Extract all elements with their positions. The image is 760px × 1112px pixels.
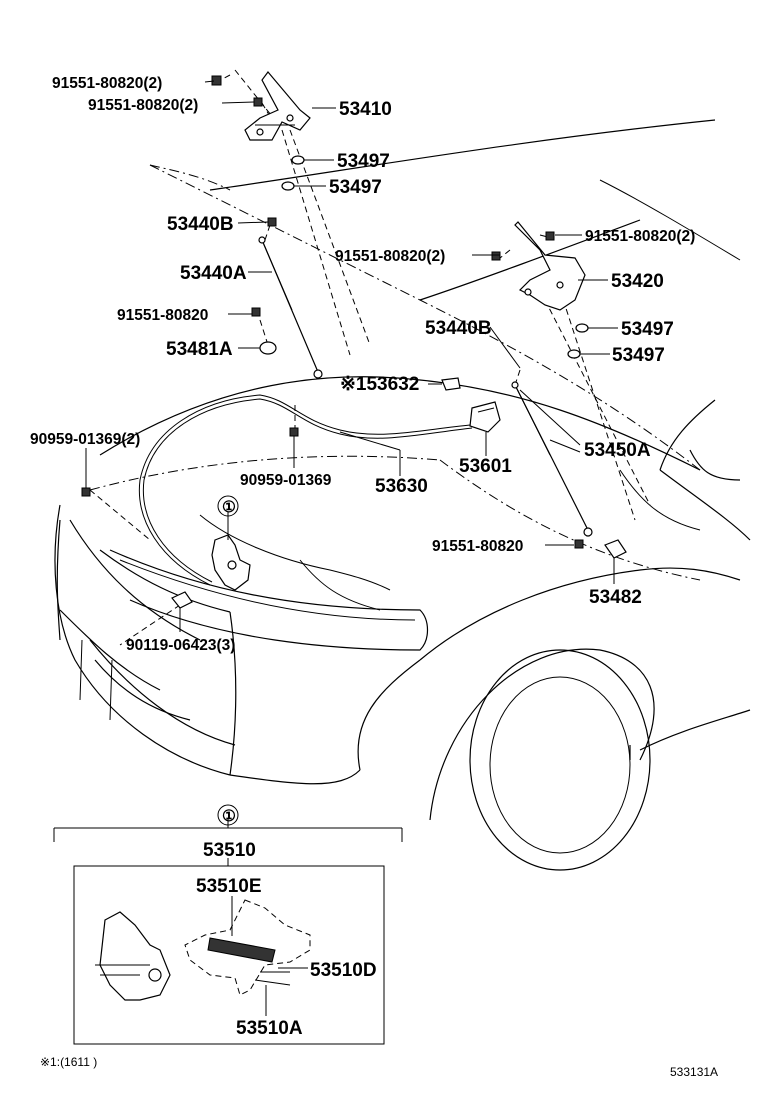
label-53420: 53420 (611, 271, 664, 292)
label-53510E: 53510E (196, 876, 262, 897)
part-53510-latch-small (211, 534, 251, 591)
part-90119-bolt (171, 591, 193, 609)
inset-panel (53, 818, 403, 1045)
part-53632-clamp (441, 377, 461, 391)
label-53440A: 53440A (180, 263, 247, 284)
part-53601-handle (469, 401, 501, 433)
label-91551-80820-b: 91551-80820(2) (88, 97, 198, 114)
label-91551-80820-e: 91551-80820 (117, 307, 208, 324)
label-53450A: 53450A (584, 440, 651, 461)
label-91551-80820-f: 91551-80820 (432, 538, 523, 555)
part-53630-cable (138, 394, 473, 586)
label-91551-80820-c: 91551-80820(2) (335, 248, 445, 265)
car-body-outline (54, 119, 751, 871)
label-callout-top: ① (222, 499, 236, 516)
label-53510D: 53510D (310, 960, 377, 981)
part-53481A-cushion (259, 341, 277, 355)
label-90959-01369-b: 90959-01369 (240, 472, 332, 489)
label-90959-01369-a: 90959-01369(2) (30, 431, 140, 448)
support-rods (258, 236, 593, 537)
label-53601: 53601 (459, 456, 512, 477)
label-91551-80820-a: 91551-80820(2) (52, 75, 162, 92)
label-53497-c: 53497 (621, 319, 674, 340)
installation-lines (89, 69, 651, 646)
label-53497-b: 53497 (329, 177, 382, 198)
label-53440B-right: 53440B (425, 318, 492, 339)
label-53481A: 53481A (166, 339, 233, 360)
part-53482-cushion (604, 539, 627, 559)
callout-circle-top (217, 495, 239, 517)
label-53630: 53630 (375, 476, 428, 497)
label-53632: ※153632 (340, 374, 419, 395)
label-53497-d: 53497 (612, 345, 665, 366)
label-90119-06423: 90119-06423(3) (126, 637, 235, 654)
label-53482: 53482 (589, 587, 642, 608)
label-53510: 53510 (203, 840, 256, 861)
label-53440B-left: 53440B (167, 214, 234, 235)
part-53420-hinge (514, 221, 586, 311)
label-callout-inset: ① (222, 808, 236, 825)
callout-circle-inset (217, 804, 239, 826)
leader-lines (85, 80, 618, 632)
label-53410: 53410 (339, 99, 392, 120)
label-53510A: 53510A (236, 1018, 303, 1039)
label-91551-80820-d: 91551-80820(2) (585, 228, 695, 245)
label-53497-a: 53497 (337, 151, 390, 172)
part-labels: 91551-80820(2) 91551-80820(2) 53410 5349… (30, 75, 718, 1079)
diagram-code: 533131A (670, 1065, 718, 1079)
part-53410-hinge (244, 71, 311, 141)
bolts (81, 75, 584, 549)
footnote: ※1:(1611 ) (40, 1055, 97, 1069)
